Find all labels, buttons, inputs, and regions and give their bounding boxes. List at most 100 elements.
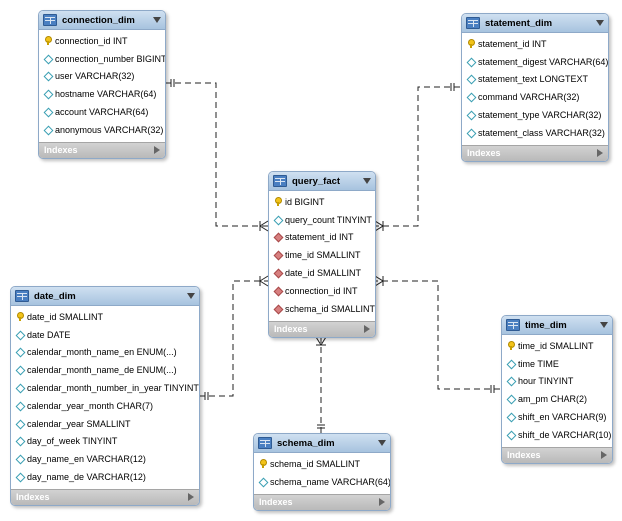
column-label: day_name_en VARCHAR(12) bbox=[27, 454, 146, 465]
column-diamond-icon bbox=[466, 57, 476, 68]
column-diamond-icon bbox=[466, 75, 476, 85]
column-row[interactable]: statement_id INT bbox=[269, 229, 375, 247]
expand-arrow-icon[interactable] bbox=[379, 498, 385, 507]
relationship-connection-query bbox=[165, 82, 268, 227]
column-label: id BIGINT bbox=[285, 196, 325, 207]
column-row[interactable]: calendar_year SMALLINT bbox=[11, 415, 199, 433]
column-row[interactable]: am_pm CHAR(2) bbox=[502, 390, 612, 408]
column-row[interactable]: account VARCHAR(64) bbox=[39, 103, 165, 121]
column-label: hostname VARCHAR(64) bbox=[55, 89, 157, 100]
column-row[interactable]: date_id SMALLINT bbox=[11, 308, 199, 326]
column-row[interactable]: calendar_year_month CHAR(7) bbox=[11, 397, 199, 415]
column-diamond-icon bbox=[466, 128, 476, 139]
column-diamond-icon bbox=[506, 430, 516, 441]
column-row[interactable]: date_id SMALLINT bbox=[269, 264, 375, 282]
collapse-arrow-icon[interactable] bbox=[363, 178, 371, 184]
table-header[interactable]: statement_dim bbox=[462, 14, 608, 33]
many-marker-date bbox=[259, 275, 269, 287]
table-header[interactable]: time_dim bbox=[502, 316, 612, 335]
column-label: day_name_de VARCHAR(12) bbox=[27, 472, 146, 483]
column-row[interactable]: time_id SMALLINT bbox=[269, 246, 375, 264]
column-row[interactable]: statement_text LONGTEXT bbox=[462, 71, 608, 89]
column-row[interactable]: hour TINYINT bbox=[502, 373, 612, 391]
column-row[interactable]: time_id SMALLINT bbox=[502, 337, 612, 355]
column-row[interactable]: anonymous VARCHAR(32) bbox=[39, 121, 165, 139]
collapse-arrow-icon[interactable] bbox=[153, 17, 161, 23]
collapse-arrow-icon[interactable] bbox=[187, 293, 195, 299]
column-row[interactable]: user VARCHAR(32) bbox=[39, 68, 165, 86]
column-row[interactable]: connection_id INT bbox=[39, 32, 165, 50]
expand-arrow-icon[interactable] bbox=[364, 325, 370, 334]
table-title: schema_dim bbox=[277, 437, 335, 449]
indexes-section[interactable]: Indexes bbox=[269, 320, 375, 337]
column-row[interactable]: calendar_month_name_en ENUM(...) bbox=[11, 344, 199, 362]
column-label: time_id SMALLINT bbox=[285, 250, 361, 261]
expand-arrow-icon[interactable] bbox=[188, 493, 194, 502]
indexes-section[interactable]: Indexes bbox=[502, 446, 612, 463]
column-row[interactable]: day_name_en VARCHAR(12) bbox=[11, 450, 199, 468]
expand-arrow-icon[interactable] bbox=[597, 149, 603, 158]
column-diamond-icon bbox=[43, 125, 53, 136]
table-date-dim[interactable]: date_dim date_id SMALLINT date DATE calend… bbox=[10, 286, 200, 506]
column-row[interactable]: day_of_week TINYINT bbox=[11, 433, 199, 451]
column-row[interactable]: shift_en VARCHAR(9) bbox=[502, 408, 612, 426]
table-header[interactable]: date_dim bbox=[11, 287, 199, 306]
column-label: calendar_year_month CHAR(7) bbox=[27, 400, 154, 411]
column-row[interactable]: schema_id SMALLINT bbox=[269, 300, 375, 318]
collapse-arrow-icon[interactable] bbox=[600, 322, 608, 328]
column-diamond-icon bbox=[273, 215, 283, 226]
many-marker-schema bbox=[315, 336, 327, 346]
table-icon bbox=[466, 17, 480, 29]
column-label: calendar_month_number_in_year TINYINT bbox=[27, 383, 199, 394]
table-title: date_dim bbox=[34, 290, 76, 302]
column-row[interactable]: time TIME bbox=[502, 355, 612, 373]
column-row[interactable]: connection_number BIGINT bbox=[39, 50, 165, 68]
column-label: statement_type VARCHAR(32) bbox=[478, 110, 602, 121]
column-row[interactable]: shift_de VARCHAR(10) bbox=[502, 426, 612, 444]
column-row[interactable]: command VARCHAR(32) bbox=[462, 88, 608, 106]
column-label: shift_en VARCHAR(9) bbox=[518, 412, 607, 423]
indexes-section[interactable]: Indexes bbox=[254, 493, 390, 510]
column-row[interactable]: day_name_de VARCHAR(12) bbox=[11, 468, 199, 486]
collapse-arrow-icon[interactable] bbox=[596, 20, 604, 26]
column-row[interactable]: statement_class VARCHAR(32) bbox=[462, 124, 608, 142]
column-diamond-icon bbox=[43, 89, 53, 100]
column-row[interactable]: query_count TINYINT bbox=[269, 211, 375, 229]
indexes-section[interactable]: Indexes bbox=[11, 488, 199, 505]
column-label: date_id SMALLINT bbox=[27, 311, 104, 322]
foreign-key-diamond-icon bbox=[273, 250, 283, 261]
column-row[interactable]: statement_digest VARCHAR(64) bbox=[462, 53, 608, 71]
collapse-arrow-icon[interactable] bbox=[378, 440, 386, 446]
expand-arrow-icon[interactable] bbox=[154, 146, 160, 155]
indexes-section[interactable]: Indexes bbox=[39, 141, 165, 158]
table-header[interactable]: schema_dim bbox=[254, 434, 390, 453]
indexes-section[interactable]: Indexes bbox=[462, 144, 608, 161]
column-diamond-icon bbox=[43, 107, 53, 118]
many-marker-statement bbox=[374, 220, 384, 232]
column-row[interactable]: schema_name VARCHAR(64) bbox=[254, 473, 390, 491]
table-header[interactable]: connection_dim bbox=[39, 11, 165, 30]
table-connection-dim[interactable]: connection_dim connection_id INT connecti… bbox=[38, 10, 166, 159]
column-row[interactable]: statement_id INT bbox=[462, 35, 608, 53]
column-row[interactable]: connection_id INT bbox=[269, 282, 375, 300]
column-row[interactable]: schema_id SMALLINT bbox=[254, 455, 390, 473]
column-row[interactable]: calendar_month_number_in_year TINYINT bbox=[11, 379, 199, 397]
column-label: calendar_month_name_en ENUM(...) bbox=[27, 347, 177, 358]
column-label: user VARCHAR(32) bbox=[55, 71, 135, 82]
one-marker-date bbox=[204, 392, 209, 400]
column-row[interactable]: statement_type VARCHAR(32) bbox=[462, 106, 608, 124]
expand-arrow-icon[interactable] bbox=[601, 451, 607, 460]
column-row[interactable]: date DATE bbox=[11, 326, 199, 344]
many-marker-connection bbox=[259, 220, 269, 232]
column-row[interactable]: hostname VARCHAR(64) bbox=[39, 85, 165, 103]
column-row[interactable]: id BIGINT bbox=[269, 193, 375, 211]
table-header[interactable]: query_fact bbox=[269, 172, 375, 191]
column-row[interactable]: calendar_month_name_de ENUM(...) bbox=[11, 361, 199, 379]
column-label: connection_number BIGINT bbox=[55, 53, 166, 64]
column-label: hour TINYINT bbox=[518, 376, 574, 387]
